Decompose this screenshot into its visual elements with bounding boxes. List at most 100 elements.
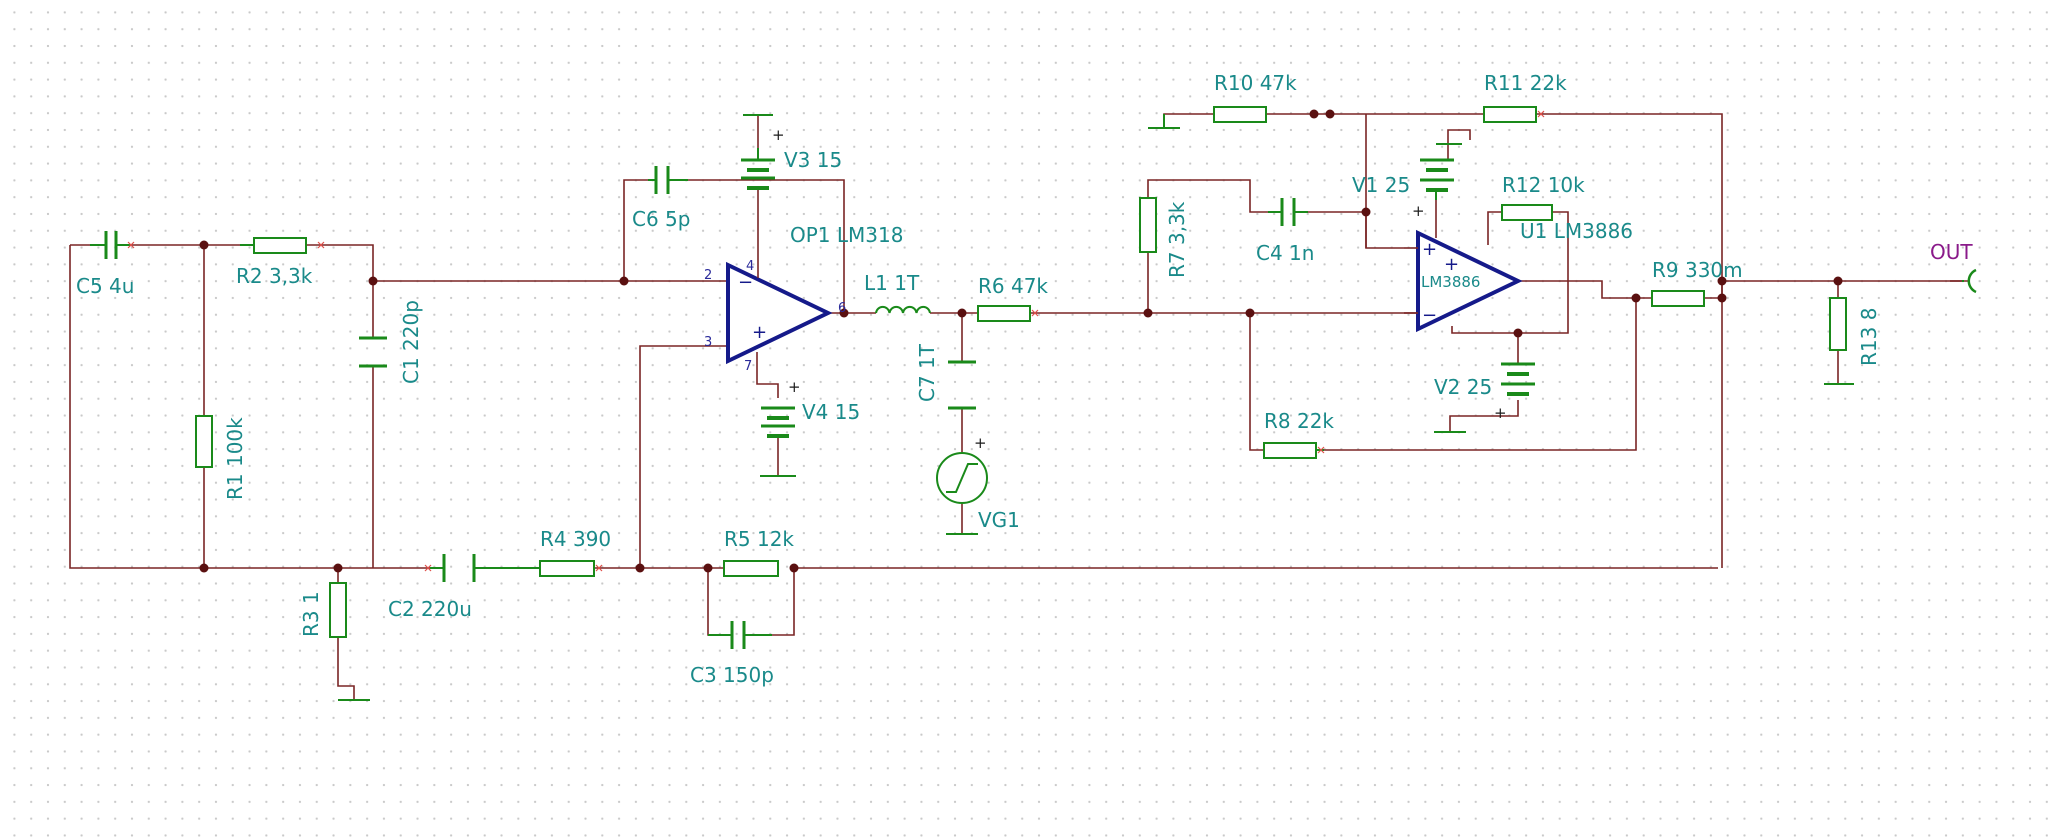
capacitor-c7[interactable] [948, 360, 976, 410]
wire [756, 363, 779, 398]
label-r5: R5 12k [724, 527, 794, 551]
resistor-r8[interactable] [1263, 442, 1324, 459]
label-r2: R2 3,3k [236, 264, 313, 288]
polarity-plus: + [772, 126, 785, 144]
label-r8: R8 22k [1264, 409, 1334, 433]
pin-number: 4 [746, 259, 754, 274]
junction-dot [1717, 293, 1727, 303]
junction-dot [1325, 109, 1335, 119]
capacitor-c1[interactable] [359, 336, 387, 368]
opamp-plus-sign: + [1422, 239, 1437, 260]
resistor-r2[interactable] [240, 237, 307, 254]
junction-dot [1361, 207, 1371, 217]
polarity-signs: + + + + + [772, 126, 1507, 452]
label-c1: C1 220p [399, 300, 423, 384]
op1-pin-numbers: 2 3 4 6 7 [704, 259, 846, 374]
opamp-u1[interactable]: + − + LM3886 [1404, 229, 1523, 333]
junction-dot [619, 276, 629, 286]
junction-dot [1143, 308, 1153, 318]
resistor-r7[interactable] [1139, 197, 1157, 253]
opamp-op1[interactable]: − + [726, 261, 833, 365]
pin-number: 2 [704, 268, 712, 283]
wire [1147, 179, 1268, 213]
label-r3: R3 1 [299, 591, 323, 637]
wire [69, 245, 204, 569]
label-c3: C3 150p [690, 663, 774, 687]
junction-dot [839, 308, 849, 318]
component-labels: C5 4u R2 3,3k C1 220p R1 100k R3 1 C2 22… [76, 71, 1973, 687]
wire [772, 568, 795, 636]
wire [707, 568, 732, 636]
wire [623, 179, 648, 281]
polarity-plus: + [1412, 202, 1425, 220]
junction-dot [1245, 308, 1255, 318]
label-r11: R11 22k [1484, 71, 1567, 95]
pin-number: 7 [744, 359, 752, 374]
resistor-r4[interactable] [539, 560, 595, 577]
label-c2: C2 220u [388, 597, 472, 621]
label-out: OUT [1930, 240, 1973, 264]
junction-dot [1513, 328, 1523, 338]
battery-v2[interactable] [1501, 362, 1535, 396]
resistor-r12[interactable] [1501, 204, 1553, 221]
pin-number: 3 [704, 335, 712, 350]
label-vg1: VG1 [978, 508, 1020, 532]
battery-v3[interactable] [741, 148, 775, 190]
resistor-r1[interactable] [195, 415, 213, 468]
opamp-minus-sign: − [1422, 305, 1437, 326]
capacitor-c5[interactable] [90, 231, 130, 259]
polarity-plus: + [788, 378, 801, 396]
battery-v4[interactable] [761, 406, 795, 438]
wire [1163, 113, 1214, 128]
label-r6: R6 47k [978, 274, 1048, 298]
resistor-r9[interactable] [1651, 290, 1705, 307]
capacitor-c6[interactable] [648, 166, 688, 194]
polarity-plus: + [1494, 404, 1507, 422]
label-c6: C6 5p [632, 207, 690, 231]
opamp-body-label: LM3886 [1421, 273, 1480, 291]
junction-dot [635, 563, 645, 573]
resistor-r5[interactable] [723, 560, 779, 577]
label-r7: R7 3,3k [1165, 201, 1189, 278]
capacitor-c3[interactable] [708, 621, 772, 649]
junction-dot [1833, 276, 1843, 286]
junction-dot [368, 276, 378, 286]
inductor-l1[interactable] [875, 305, 931, 314]
wire [639, 345, 728, 568]
label-r12: R12 10k [1502, 173, 1585, 197]
label-l1: L1 1T [864, 271, 920, 295]
resistor-r10[interactable] [1213, 106, 1267, 123]
junctions [199, 109, 1843, 573]
capacitor-c4[interactable] [1268, 198, 1308, 226]
wire [1704, 280, 1970, 299]
label-v3: V3 15 [784, 148, 842, 172]
wire [306, 244, 374, 338]
opamp-plus-sign: + [752, 322, 767, 343]
battery-v1[interactable] [1420, 158, 1454, 200]
resistor-r3[interactable] [329, 582, 347, 638]
capacitor-c2[interactable] [430, 554, 540, 582]
wire [1249, 313, 1264, 451]
junction-dot [199, 240, 209, 250]
pin-number: 6 [838, 301, 846, 316]
label-v4: V4 15 [802, 400, 860, 424]
label-r4: R4 390 [540, 527, 611, 551]
junction-dot [1717, 276, 1727, 286]
wire [337, 637, 355, 700]
resistor-r6[interactable] [977, 305, 1031, 322]
junction-dot [789, 563, 799, 573]
wires [69, 113, 1970, 700]
label-v1: V1 25 [1352, 173, 1410, 197]
label-c4: C4 1n [1256, 241, 1314, 265]
wire [1487, 211, 1502, 245]
label-op1: OP1 LM318 [790, 223, 903, 247]
resistor-r11[interactable] [1483, 106, 1537, 123]
wire [1449, 400, 1519, 432]
label-r9: R9 330m [1652, 258, 1743, 282]
label-r1: R1 100k [223, 417, 247, 500]
output-port[interactable] [1962, 268, 1977, 294]
label-u1: U1 LM3886 [1520, 219, 1633, 243]
signal-generator-vg1[interactable] [936, 452, 988, 504]
resistor-r13[interactable] [1829, 297, 1847, 351]
wire [1518, 280, 1652, 299]
